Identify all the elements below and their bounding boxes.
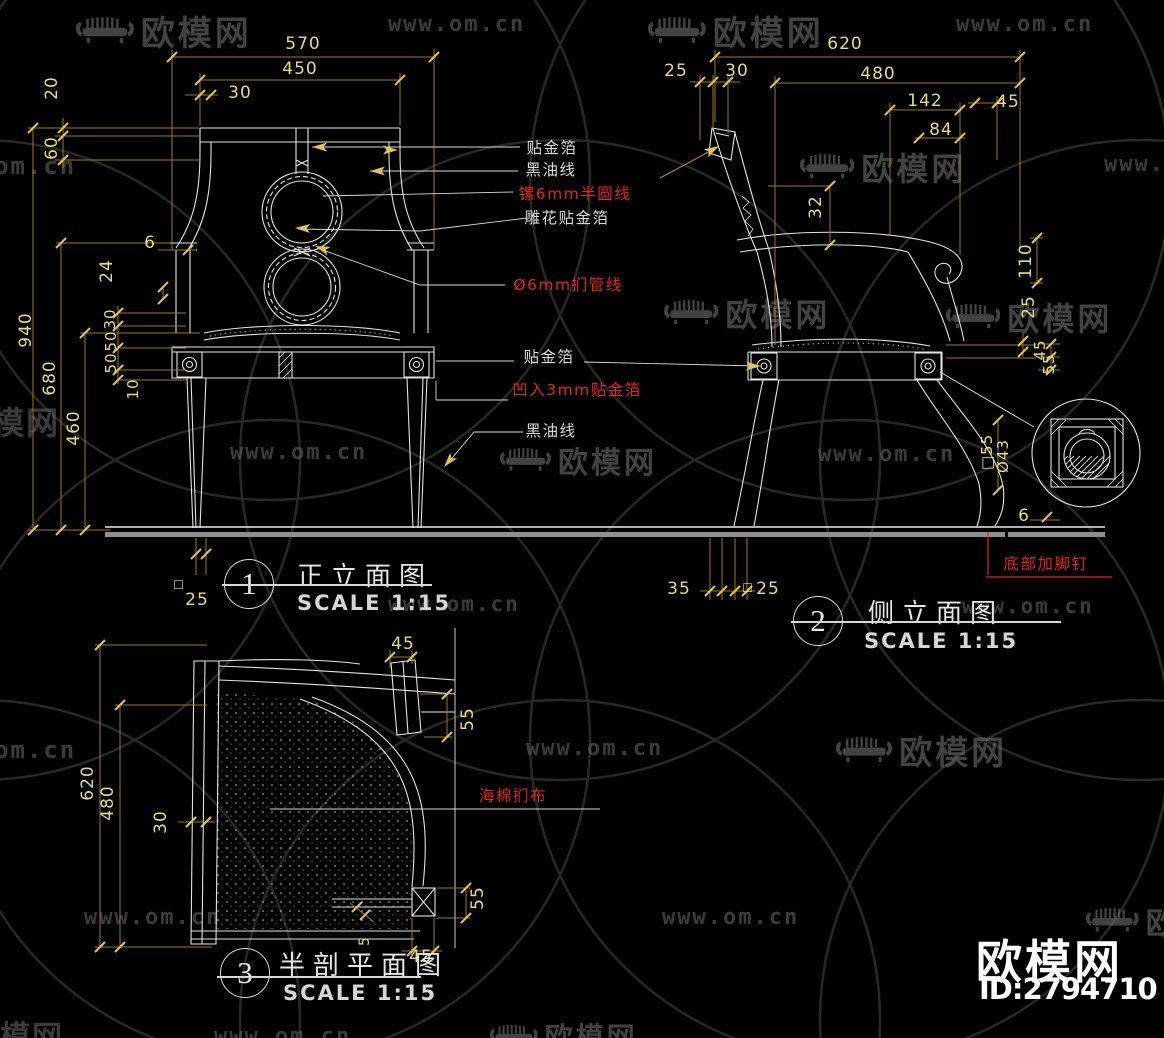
- view-title-2: 侧立面图: [868, 599, 1005, 629]
- foot-detail-circle: [1031, 398, 1141, 508]
- dimension-ticks: [27, 51, 1057, 957]
- plan-section-drawing: [190, 628, 456, 948]
- view-number-1-text: 1: [241, 566, 257, 602]
- view-scale-1: SCALE 1:15: [297, 591, 452, 615]
- leader-arrows: [294, 142, 761, 470]
- view-scale-2: SCALE 1:15: [864, 629, 1019, 653]
- view-scale-3: SCALE 1:15: [283, 981, 438, 1005]
- title-underline-2: [791, 621, 1061, 623]
- view-title-1: 正立面图: [297, 562, 434, 592]
- side-elevation-drawing: [708, 127, 1035, 527]
- view-number-3-text: 3: [237, 955, 253, 990]
- site-brand: 欧模网: [976, 935, 1123, 989]
- leader-lines: [270, 146, 759, 810]
- title-underline-3: [217, 976, 421, 978]
- model-id: ID:2794710: [979, 972, 1158, 1006]
- ground-line: [105, 526, 1105, 537]
- view-number-2-text: 2: [810, 603, 826, 639]
- red-callout-lines: [986, 532, 1112, 578]
- gold-leader: [659, 147, 717, 179]
- dimension-lines: [28, 50, 1060, 955]
- front-elevation-drawing: [170, 127, 435, 529]
- title-underline-1: [222, 584, 432, 586]
- view-number-3: 3: [220, 948, 270, 998]
